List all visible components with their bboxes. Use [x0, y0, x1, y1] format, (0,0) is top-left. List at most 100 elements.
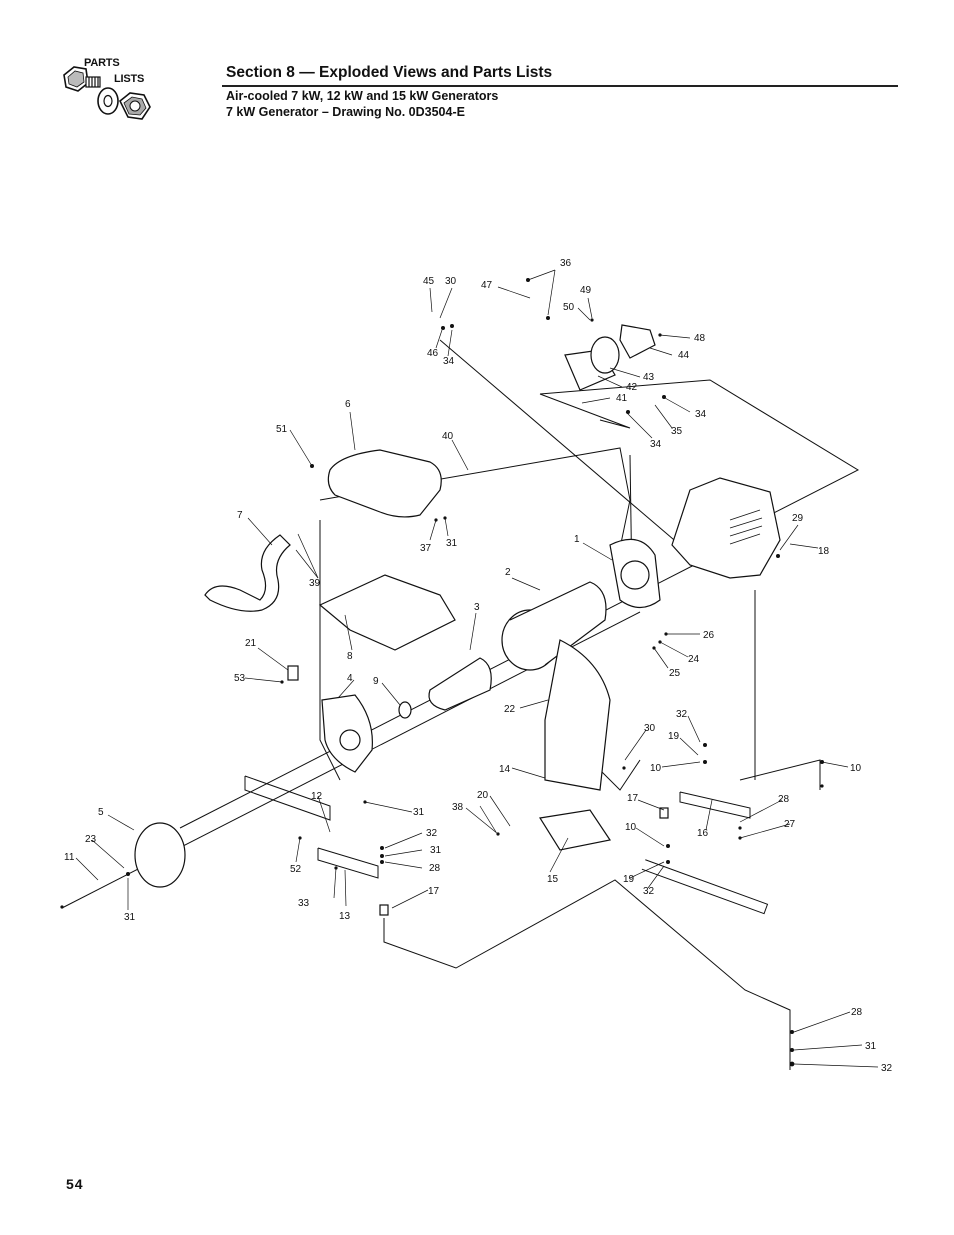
callout-31-e: 31	[865, 1041, 877, 1052]
callout-31-a: 31	[446, 538, 458, 549]
callout-32-d: 32	[881, 1063, 893, 1074]
callout-7: 7	[237, 510, 243, 521]
callout-18: 18	[818, 546, 830, 557]
callout-28-c: 28	[851, 1007, 863, 1018]
callout-25: 25	[669, 668, 681, 679]
callout-28-b: 28	[429, 863, 441, 874]
callout-4: 4	[347, 673, 353, 684]
callout-3: 3	[474, 602, 480, 613]
callout-47: 47	[481, 280, 493, 291]
right-bracket	[679, 791, 751, 819]
subtitle-models: Air-cooled 7 kW, 12 kW and 15 kW Generat…	[226, 89, 499, 103]
muffler	[327, 449, 442, 518]
muffler-frame-outline	[319, 447, 631, 549]
base-outline-top	[539, 379, 860, 521]
callout-53: 53	[234, 673, 246, 684]
callout-10-a: 10	[650, 763, 662, 774]
mount-17-left	[379, 904, 389, 916]
callout-52: 52	[290, 864, 302, 875]
callout-17-b: 17	[428, 886, 440, 897]
fan-shroud	[544, 639, 611, 791]
callout-42: 42	[626, 382, 638, 393]
callout-5: 5	[98, 807, 104, 818]
base-outline-left	[539, 393, 631, 429]
callout-20: 20	[477, 790, 489, 801]
callout-28-a: 28	[778, 794, 790, 805]
engine-block	[671, 477, 781, 579]
callout-32-b: 32	[426, 828, 438, 839]
bearing-bore	[339, 729, 361, 751]
bolt-washer-nut-icon	[63, 66, 151, 120]
callout-11: 11	[64, 852, 75, 863]
stator-housing	[509, 581, 607, 666]
callout-16: 16	[697, 828, 709, 839]
callout-30-b: 30	[644, 723, 656, 734]
adapter-bore	[620, 560, 650, 590]
callout-51: 51	[276, 424, 288, 435]
callout-1: 1	[574, 534, 580, 545]
bracket-21	[287, 665, 299, 681]
page-number: 54	[66, 1176, 84, 1192]
callout-34-a: 34	[443, 356, 455, 367]
callout-22: 22	[504, 704, 516, 715]
callout-12: 12	[311, 791, 323, 802]
callout-24: 24	[688, 654, 700, 665]
exhaust-pipe	[204, 534, 291, 612]
logo-word-lists: LISTS	[114, 73, 145, 85]
callout-32-a: 32	[676, 709, 688, 720]
callout-40: 40	[442, 431, 454, 442]
callout-50: 50	[563, 302, 575, 313]
callout-9: 9	[373, 676, 379, 687]
baffle-panel	[318, 574, 456, 651]
leader-lines	[75, 269, 879, 1068]
support-frame-line	[599, 759, 641, 791]
callout-49: 49	[580, 285, 592, 296]
callout-44: 44	[678, 350, 690, 361]
logo-word-parts: PARTS	[84, 57, 120, 69]
callout-19-b: 19	[623, 874, 635, 885]
callout-33: 33	[298, 898, 310, 909]
left-foot-rail	[244, 775, 331, 821]
callout-29: 29	[792, 513, 804, 524]
air-filter-element	[590, 336, 620, 374]
callout-35: 35	[671, 426, 683, 437]
callout-37: 37	[420, 543, 432, 554]
callout-43: 43	[643, 372, 655, 383]
callout-30: 30	[445, 276, 457, 287]
left-frame-line	[319, 520, 341, 781]
right-foot-rail	[641, 859, 769, 915]
callout-17-a: 17	[627, 793, 639, 804]
callout-10-b: 10	[850, 763, 862, 774]
mount-frame-line	[739, 759, 821, 790]
header-rule	[222, 85, 898, 87]
hardware-markers	[60, 278, 824, 1067]
callout-36: 36	[560, 258, 572, 269]
callout-38: 38	[452, 802, 464, 813]
callout-23: 23	[85, 834, 97, 845]
callout-48: 48	[694, 333, 706, 344]
callout-26: 26	[703, 630, 715, 641]
ground-outline	[383, 879, 791, 1070]
callout-14: 14	[499, 764, 511, 775]
mount-17-right	[659, 807, 669, 819]
callout-numbers: 36 45 30 47 49 50 48 46 34 44 43 42 41 3…	[64, 258, 893, 1074]
callout-27: 27	[784, 819, 796, 830]
callout-8: 8	[347, 651, 353, 662]
callout-10-c: 10	[625, 822, 637, 833]
callout-21: 21	[245, 638, 257, 649]
callout-32-c: 32	[643, 886, 655, 897]
spacer	[398, 701, 412, 719]
lower-bracket	[317, 847, 379, 879]
parts-lists-logo: PARTS LISTS	[58, 55, 163, 130]
air-cleaner-cover	[619, 324, 656, 359]
engine-fins	[729, 509, 763, 545]
base-pan	[539, 809, 611, 851]
rotor	[428, 657, 492, 711]
callout-31-c: 31	[430, 845, 442, 856]
callout-34-b: 34	[695, 409, 707, 420]
callout-45: 45	[423, 276, 435, 287]
fan	[134, 822, 186, 888]
callout-31-b: 31	[413, 807, 425, 818]
section-title: Section 8 — Exploded Views and Parts Lis…	[226, 64, 553, 81]
